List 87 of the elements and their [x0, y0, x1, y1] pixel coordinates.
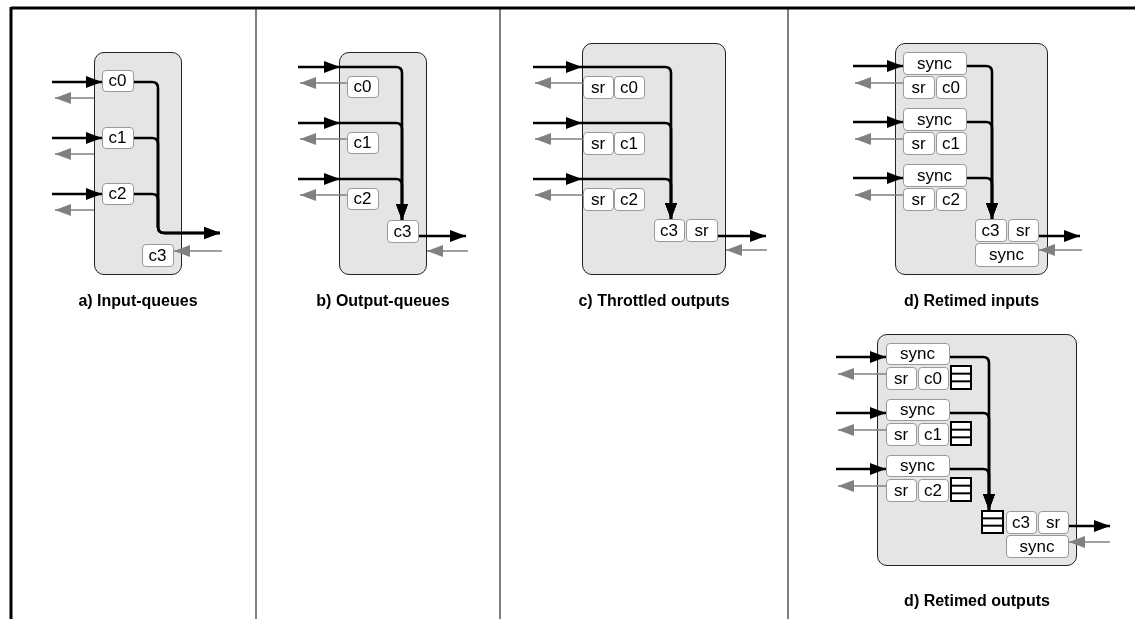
- arrow: [967, 176, 998, 219]
- register-block: c0: [101, 69, 134, 92]
- arrow: [718, 230, 766, 242]
- arrow: [534, 77, 584, 89]
- arrow: [534, 133, 584, 145]
- register-block: sr: [685, 218, 718, 242]
- register-block: c3: [141, 243, 174, 267]
- arrow: [54, 92, 95, 104]
- arrow: [1038, 244, 1083, 256]
- arrow: [52, 132, 102, 144]
- arrow: [725, 244, 768, 256]
- arrow: [854, 133, 904, 145]
- arrow: [298, 173, 408, 220]
- register-block: sr: [885, 478, 917, 502]
- arrow: [1039, 230, 1080, 242]
- arrow: [836, 463, 886, 475]
- arrow: [299, 133, 348, 145]
- register-block: sync: [902, 163, 967, 187]
- arrow: [836, 407, 886, 419]
- register-block: sr: [902, 75, 935, 99]
- register-block: c1: [101, 126, 134, 149]
- arrow: [853, 60, 903, 72]
- register-block: c3: [1005, 510, 1037, 534]
- register-block: sync: [885, 454, 950, 477]
- arrow: [299, 189, 348, 201]
- register-block: sr: [902, 187, 935, 211]
- arrow: [853, 172, 903, 184]
- register-block: sync: [902, 107, 967, 131]
- arrow: [52, 188, 102, 200]
- arrow: [54, 148, 95, 160]
- arrow: [854, 189, 904, 201]
- register-block: c2: [346, 187, 379, 210]
- register-block: c2: [613, 187, 645, 211]
- arrow: [1068, 536, 1111, 548]
- arrow: [853, 116, 903, 128]
- register-block: sync: [1005, 534, 1069, 558]
- register-block: sync: [974, 242, 1039, 267]
- arrow: [52, 76, 102, 88]
- arrow: [854, 77, 904, 89]
- arrow: [134, 192, 220, 239]
- arrow: [1069, 520, 1110, 532]
- arrow: [836, 351, 886, 363]
- register-block: c1: [917, 422, 949, 446]
- register-block: c1: [613, 131, 645, 155]
- register-block: c0: [917, 366, 949, 390]
- arrow: [54, 204, 95, 216]
- queue-symbol: [980, 509, 1004, 534]
- register-block: sync: [885, 398, 950, 421]
- register-block: c3: [974, 218, 1007, 242]
- register-block: c2: [101, 182, 134, 205]
- register-block: c0: [613, 75, 645, 99]
- register-block: sr: [885, 366, 917, 390]
- panel-caption: b) Output-queues: [316, 292, 450, 310]
- register-block: c3: [386, 219, 419, 243]
- queue-symbol: [949, 364, 972, 390]
- arrow: [534, 189, 584, 201]
- register-block: sr: [582, 75, 614, 99]
- register-block: sr: [582, 187, 614, 211]
- register-block: sr: [902, 131, 935, 155]
- panel-caption: d) Retimed outputs: [904, 592, 1050, 610]
- register-block: c2: [917, 478, 949, 502]
- arrow: [950, 467, 995, 510]
- register-block: c1: [935, 131, 967, 155]
- register-block: sr: [582, 131, 614, 155]
- register-block: sr: [1037, 510, 1069, 534]
- panel-caption: d) Retimed inputs: [903, 292, 1040, 310]
- register-block: sr: [885, 422, 917, 446]
- arrow: [533, 173, 677, 219]
- queue-symbol: [949, 420, 972, 446]
- arrow: [299, 77, 348, 89]
- register-block: c0: [346, 75, 379, 98]
- register-block: sr: [1007, 218, 1039, 242]
- arrow: [837, 424, 887, 436]
- queue-symbol: [949, 476, 972, 502]
- arrow: [837, 368, 887, 380]
- panel-caption: c) Throttled outputs: [578, 292, 730, 310]
- panel-caption: a) Input-queues: [78, 292, 198, 310]
- register-block: sync: [902, 51, 967, 75]
- arrow: [426, 245, 469, 257]
- arrow: [173, 245, 223, 257]
- register-block: c3: [653, 218, 685, 242]
- register-block: c0: [935, 75, 967, 99]
- arrow: [837, 480, 887, 492]
- register-block: c1: [346, 131, 379, 154]
- register-block: c2: [935, 187, 967, 211]
- register-block: sync: [885, 342, 950, 365]
- arrow: [419, 230, 466, 242]
